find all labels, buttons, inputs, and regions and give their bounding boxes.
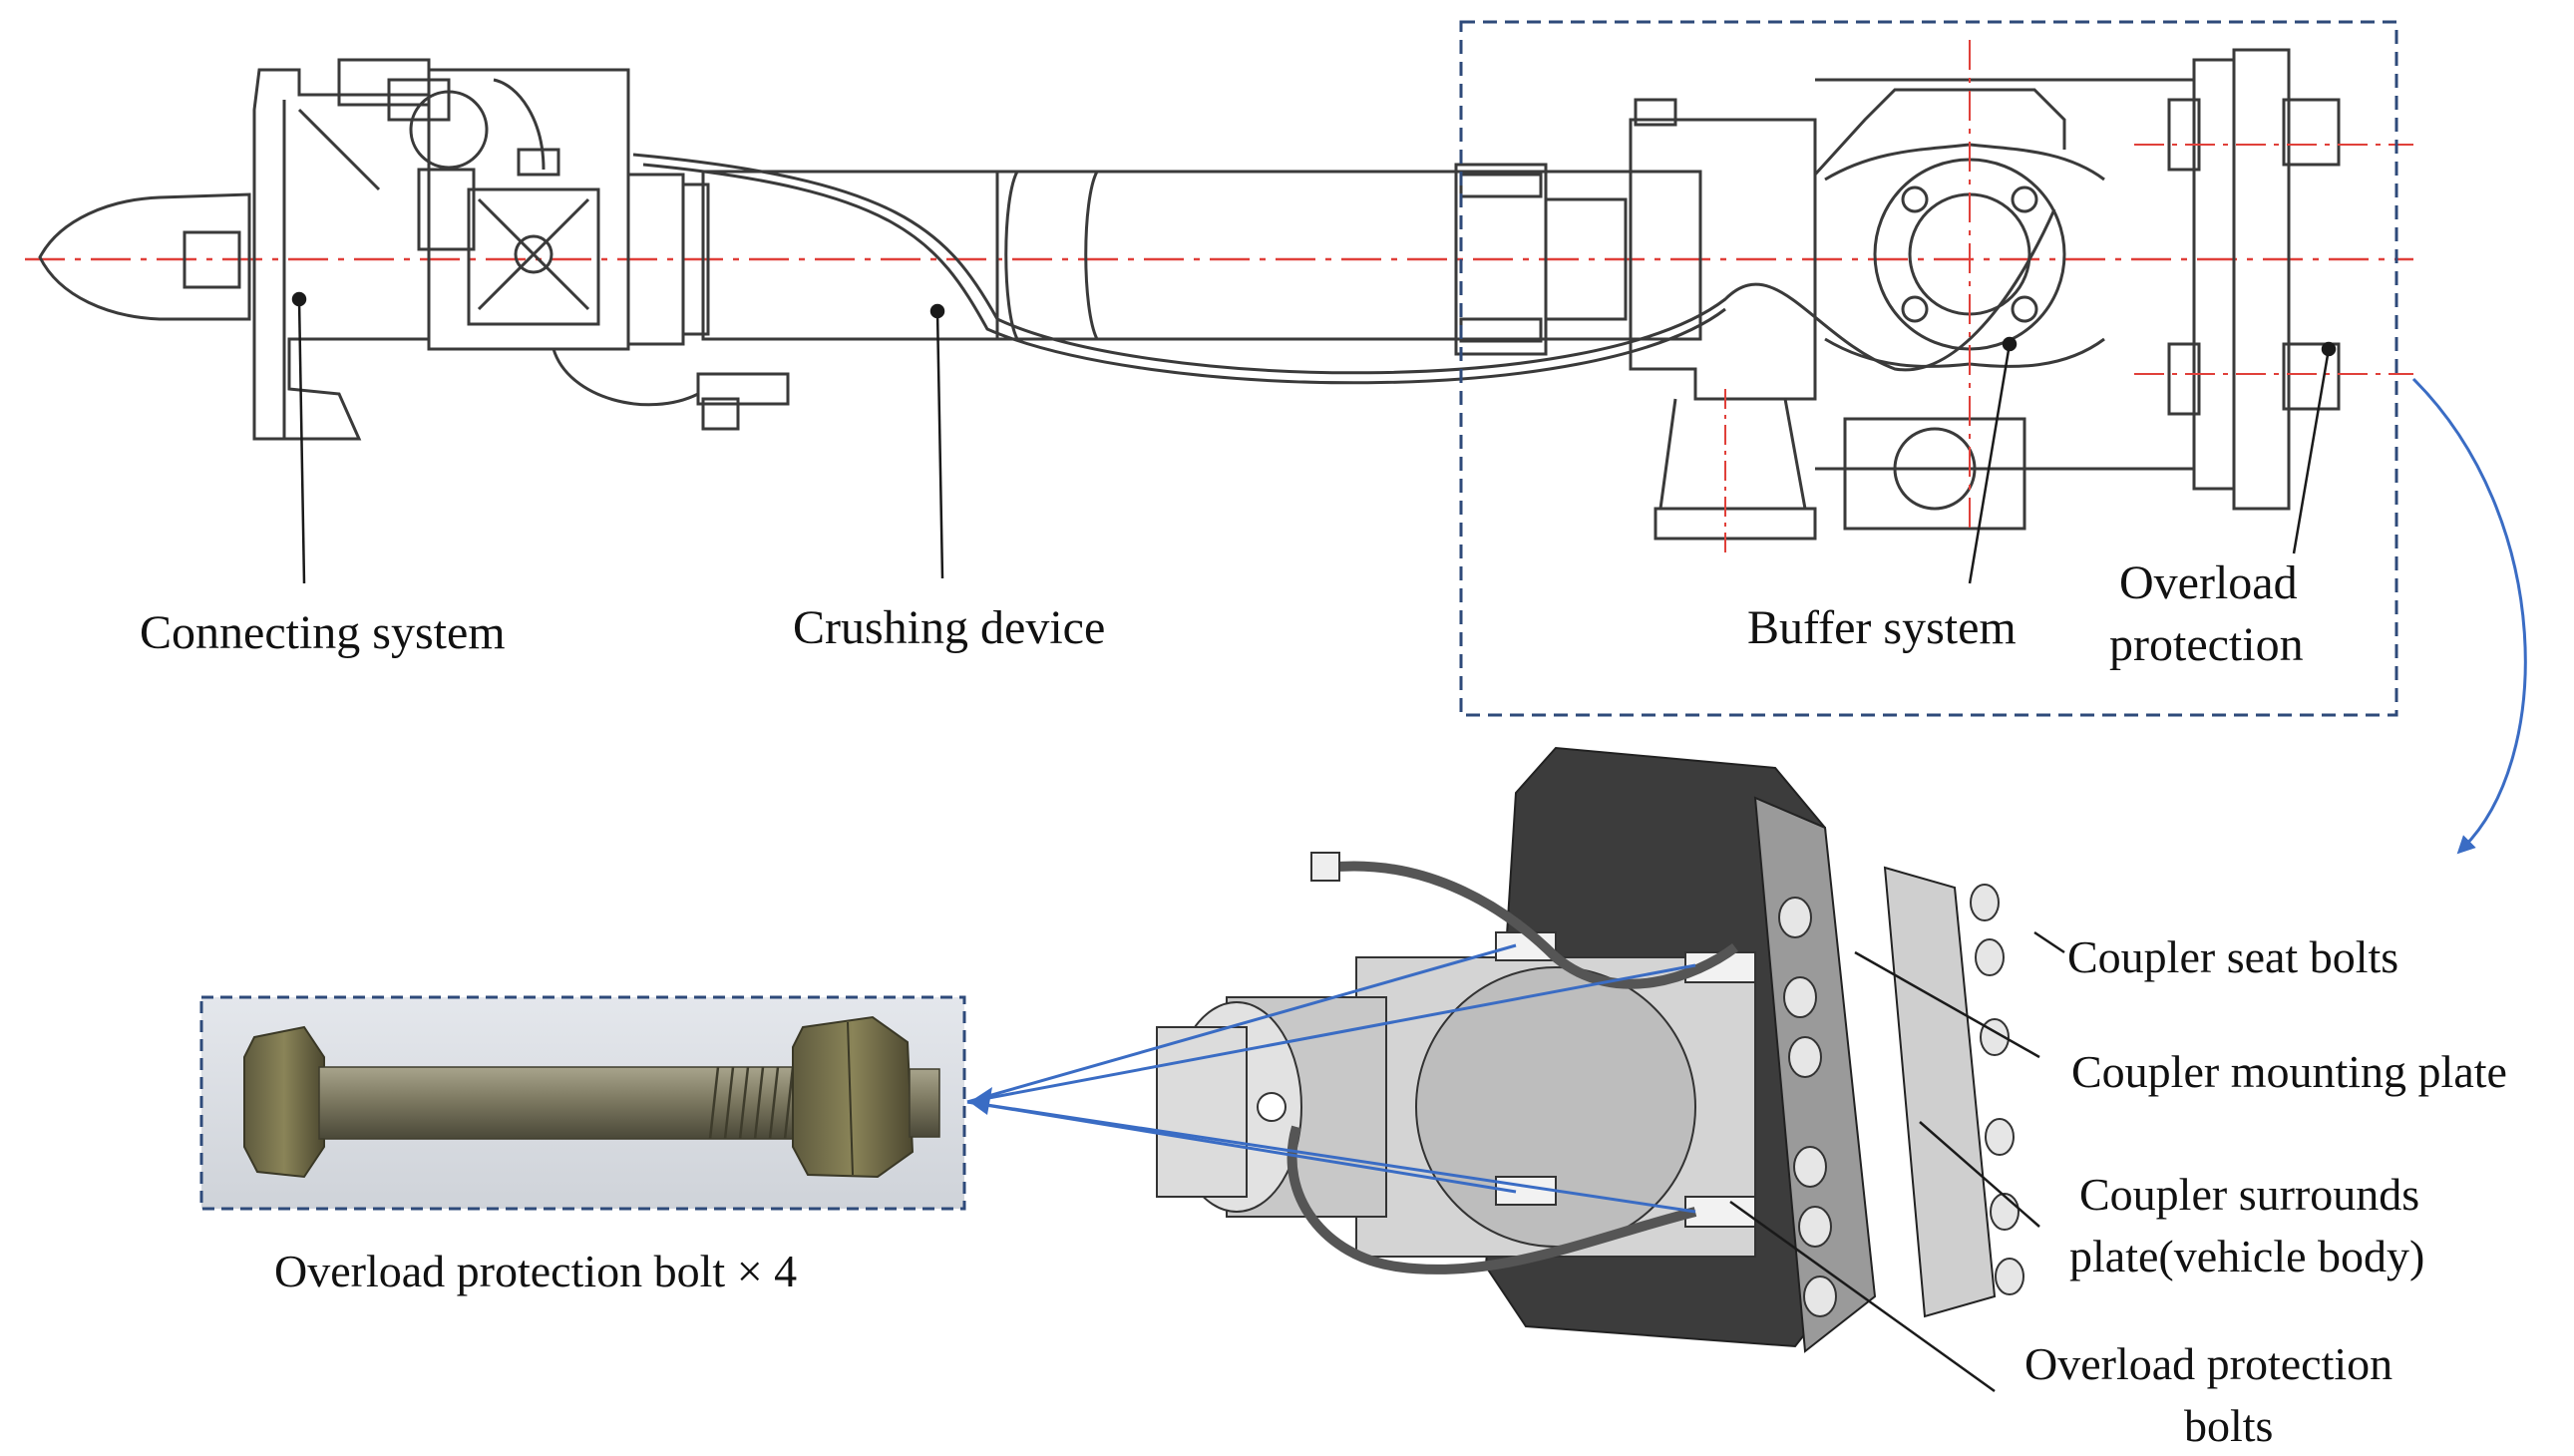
crushing-tube — [701, 170, 1702, 341]
label-overload-protection-2: protection — [2109, 618, 2304, 671]
label-overload-protection-1: Overload — [2119, 556, 2298, 609]
bolt-photo — [199, 995, 966, 1211]
coupler-line-drawing — [25, 40, 2413, 558]
top-callouts — [291, 291, 2337, 584]
label-coupler-mounting-plate: Coupler mounting plate — [2071, 1046, 2507, 1097]
bolt-shank — [318, 1066, 799, 1140]
connecting-system-housing — [252, 68, 431, 441]
buffer-detail-box — [1459, 20, 2398, 717]
detail-arrow — [2411, 377, 2527, 855]
label-bolt-caption: Overload protection bolt × 4 — [274, 1246, 797, 1296]
label-coupler-surrounds-1: Coupler surrounds — [2079, 1169, 2419, 1220]
label-buffer-system: Buffer system — [1747, 601, 2017, 654]
coupler-3d-render — [1156, 746, 2024, 1353]
label-overload-bolts-1: Overload protection — [2024, 1338, 2392, 1389]
render-callouts — [1729, 930, 2065, 1393]
label-overload-bolts-2: bolts — [2184, 1400, 2273, 1451]
coupler-head-nose — [38, 192, 251, 321]
bolt-link-arrowhead — [969, 1087, 992, 1115]
buffer-housing — [1629, 118, 1817, 401]
bolt-link-lines — [966, 943, 1696, 1214]
mounting-plate — [2232, 48, 2291, 511]
bolt-nut — [792, 1015, 915, 1179]
bolt-head — [243, 1025, 325, 1179]
label-coupler-seat-bolts: Coupler seat bolts — [2067, 931, 2398, 982]
bolt-photo-frame — [199, 995, 966, 1211]
hose — [632, 153, 2056, 375]
label-coupler-surrounds-2: plate(vehicle body) — [2069, 1231, 2424, 1281]
label-crushing-device: Crushing device — [793, 601, 1105, 654]
label-connecting-system: Connecting system — [140, 606, 506, 659]
